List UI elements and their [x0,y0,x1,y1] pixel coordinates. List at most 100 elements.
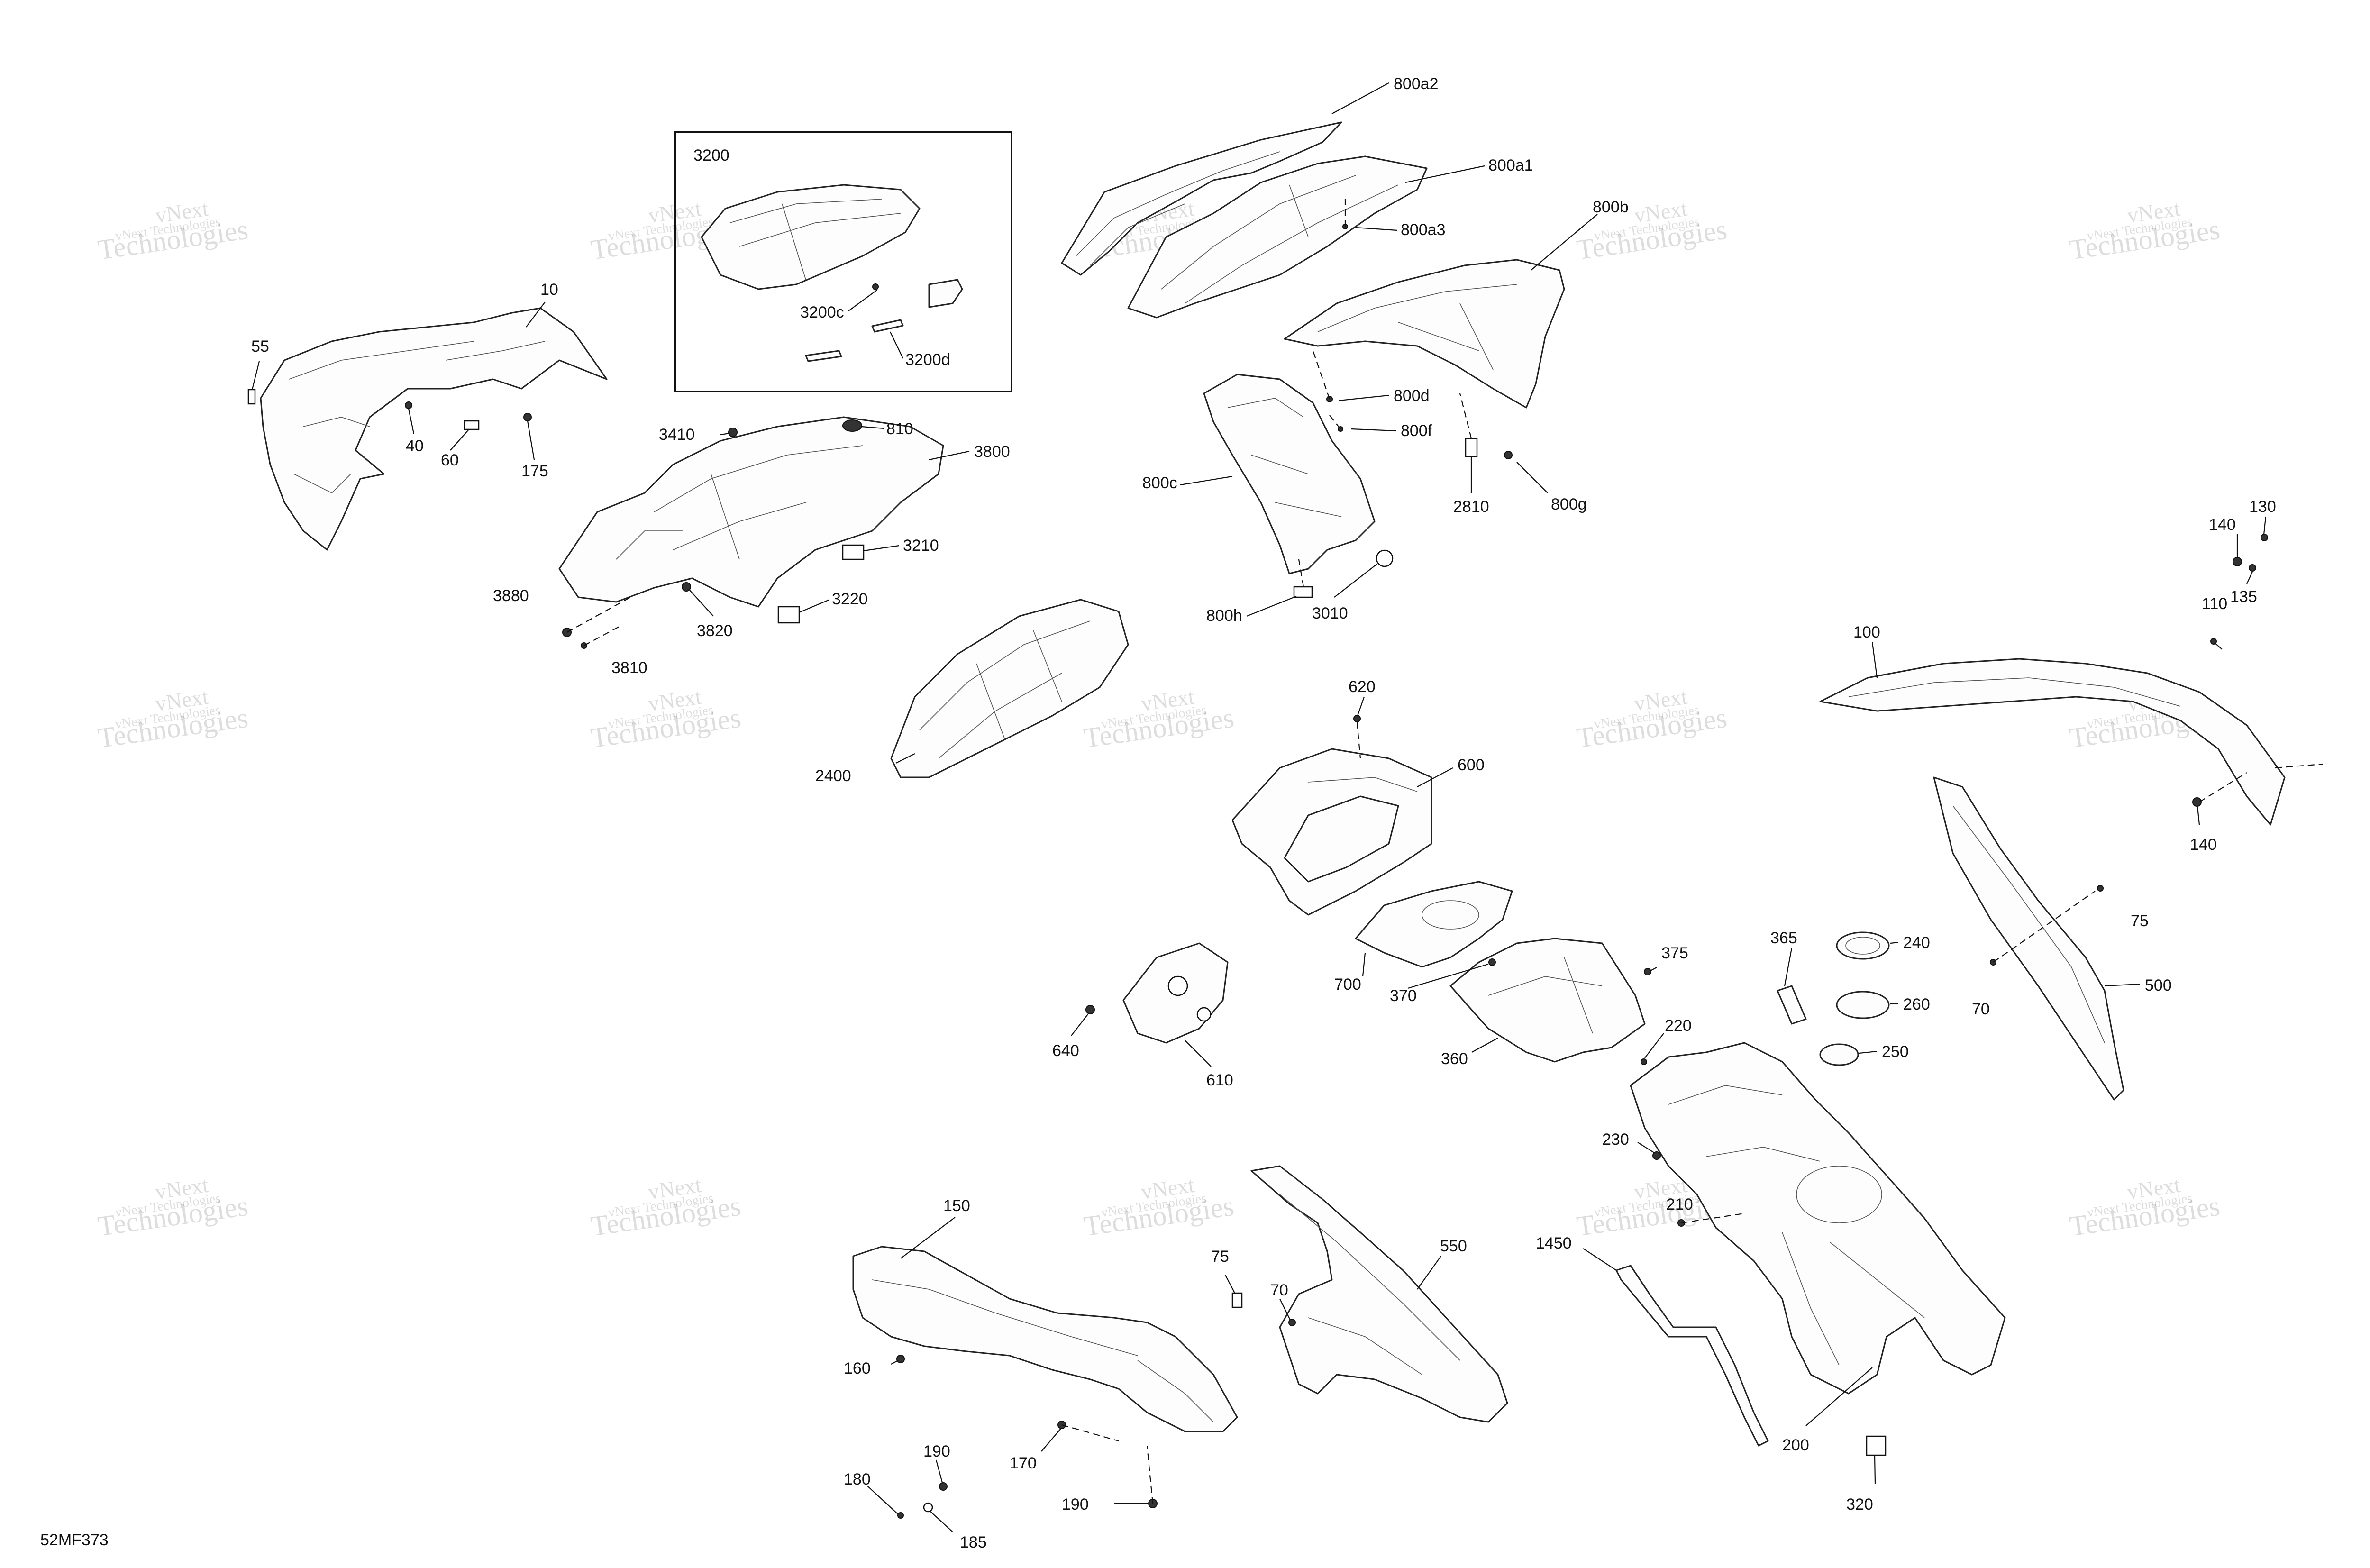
watermark: vNext Technologies vNext Technologies [2068,1173,2222,1242]
callout-260: 260 [1903,995,1930,1013]
callout-610: 610 [1206,1071,1233,1089]
part-70-bottom [1288,1319,1296,1326]
diagram-id: 52MF373 [40,1531,109,1549]
callout-800a2: 800a2 [1394,75,1439,93]
part-375 [1644,968,1651,975]
part-365 [1777,985,1807,1025]
part-800g [1504,451,1513,459]
callout-620: 620 [1349,678,1376,696]
watermark: vNext Technologies vNext Technologies [589,1173,743,1242]
callout-810: 810 [886,420,913,438]
watermark: vNext Technologies vNext Technologies [1082,1173,1236,1242]
callout-70-bottom: 70 [1270,1281,1288,1299]
part-3010 [1376,549,1394,567]
callout-3210: 3210 [903,537,939,555]
part-1450 [1615,1265,1769,1447]
part-550 [1250,1165,1508,1423]
callout-640: 640 [1052,1042,1079,1060]
part-135 [2249,564,2256,572]
callout-55: 55 [251,337,269,356]
part-800a2 [1061,121,1342,276]
callout-190-bottom: 190 [1062,1495,1089,1513]
callout-180: 180 [844,1470,871,1488]
part-175 [523,413,532,421]
part-60 [464,420,480,430]
callout-230: 230 [1602,1130,1629,1149]
callout-10: 10 [540,281,558,299]
callout-320: 320 [1846,1495,1873,1513]
part-40 [405,401,412,409]
callout-800a3: 800a3 [1401,221,1446,239]
callout-360: 360 [1441,1050,1468,1068]
part-700 [1355,881,1513,968]
part-130 [2261,534,2268,541]
callout-75-bottom: 75 [1211,1248,1229,1266]
hardware-group [247,224,2268,1519]
part-3220 [777,606,800,624]
callout-800c: 800c [1142,474,1177,492]
callout-135: 135 [2230,588,2257,606]
callout-170: 170 [1010,1454,1037,1472]
callout-190-top: 190 [923,1442,950,1460]
callout-3820: 3820 [697,622,733,640]
callout-1450: 1450 [1536,1234,1572,1252]
part-3200d [805,319,904,362]
callout-2400: 2400 [815,767,851,785]
callout-100: 100 [1853,623,1880,641]
callout-365: 365 [1770,929,1797,947]
callout-175: 175 [521,462,548,480]
part-150 [852,1246,1238,1432]
callout-250: 250 [1882,1043,1909,1061]
watermark: vNext Technologies vNext Technologies [96,196,250,266]
part-800h [1293,586,1313,598]
part-260 [1836,991,1890,1019]
callout-375: 375 [1661,944,1688,962]
watermark: vNext Technologies vNext Technologies [2068,196,2222,266]
part-250 [1819,1043,1859,1066]
part-3210 [842,544,865,560]
part-10 [260,307,608,551]
leader-lines [251,82,2267,1532]
part-230 [1652,1151,1661,1160]
callout-800a1: 800a1 [1488,156,1533,174]
part-3200 [701,184,921,290]
part-3200c-bracket [872,279,963,308]
part-3410 [728,428,738,437]
part-200 [1630,1042,2006,1395]
part-2810 [1465,438,1478,457]
part-360 [1449,938,1646,1063]
part-140-top [2233,557,2242,566]
callout-3220: 3220 [832,590,868,608]
callout-130: 130 [2249,498,2276,516]
part-640 [1085,1005,1095,1014]
part-185 [923,1502,933,1513]
part-75-bottom [1231,1292,1243,1308]
callout-600: 600 [1458,756,1485,774]
part-3820 [682,582,691,592]
callout-210: 210 [1666,1195,1693,1213]
detail-box-3200 [674,131,1012,392]
callout-800d: 800d [1394,387,1430,405]
part-190-a [939,1482,948,1491]
callout-800h: 800h [1206,607,1242,625]
assembly-lines [566,199,2323,1504]
callout-220: 220 [1665,1017,1692,1035]
part-370 [1488,958,1496,966]
callout-75-top: 75 [2131,912,2149,930]
part-620 [1353,715,1361,722]
callout-185: 185 [960,1533,987,1551]
callout-500: 500 [2145,976,2172,994]
callout-3810: 3810 [611,659,647,677]
callout-3410: 3410 [659,426,695,444]
part-800a1 [1127,155,1428,319]
watermark: vNext Technologies vNext Technologies [589,684,743,754]
callout-2810: 2810 [1453,498,1489,516]
callout-110: 110 [2202,595,2227,613]
part-600 [1231,748,1432,916]
callout-40: 40 [406,437,424,455]
part-320 [1866,1435,1887,1456]
part-500 [1933,776,2124,1101]
watermark: vNext Technologies vNext Technologies [96,684,250,754]
part-75-top [2097,885,2104,892]
